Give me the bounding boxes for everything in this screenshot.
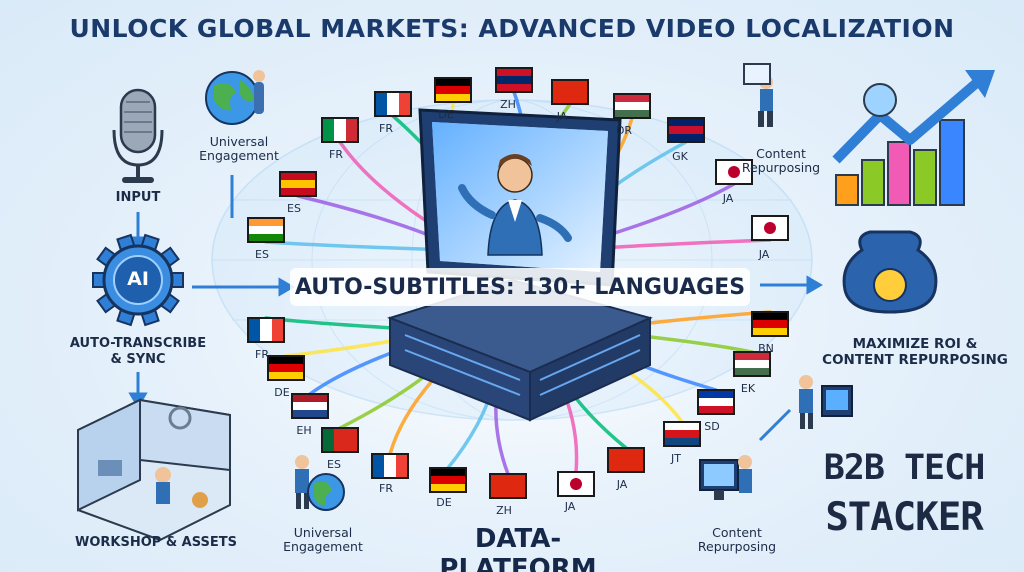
universal-engagement-bottom-label: Universal Engagement [283, 525, 363, 554]
brand-logo: B2B TECH STACKER [806, 444, 1002, 556]
flag-code-bottom-1: DE [274, 386, 290, 399]
flag-ja-top-9 [715, 159, 753, 185]
flag-de-top-4 [434, 77, 472, 103]
ai-label: AI [127, 268, 149, 290]
flag-code-bottom-7: JA [564, 500, 576, 513]
flag-es-bottom-3 [321, 427, 359, 453]
analyst-person-icon [799, 375, 853, 429]
flag-fr-bottom-4 [371, 453, 409, 479]
flag-code-top-0: ES [255, 248, 269, 261]
flag-jt-bottom-9 [663, 421, 701, 447]
flag-code-top-6: JA [556, 110, 568, 123]
microphone-icon [112, 88, 164, 183]
workshop-icon [77, 398, 231, 542]
content-repurposing-bottom-label: Content Repurposing [697, 525, 777, 554]
flag-eh-bottom-2 [291, 393, 329, 419]
flag-bn-bottom-12 [751, 311, 789, 337]
flag-code-top-5: ZH [500, 98, 516, 111]
growth-chart-icon [832, 70, 995, 206]
brand-line-2: STACKER [825, 495, 983, 540]
flag-zh-top-5 [495, 67, 533, 93]
universal-engagement-top-label: Universal Engagement [199, 134, 279, 163]
flag-es-top-0 [247, 217, 285, 243]
flag-code-top-1: ES [287, 202, 301, 215]
flag-code-bottom-10: SD [704, 420, 720, 433]
flag-code-bottom-2: EH [296, 424, 312, 437]
flag-ja-bottom-7 [557, 471, 595, 497]
money-bag-icon [842, 230, 938, 314]
flag-zh-bottom-6 [489, 473, 527, 499]
flag-es-top-1 [279, 171, 317, 197]
flag-fr-top-2 [321, 117, 359, 143]
content-repurposing-top-label: Content Repurposing [741, 146, 821, 175]
brand-line-1: B2B TECH [823, 448, 986, 488]
flag-fr-top-3 [374, 91, 412, 117]
flag-de-bottom-5 [429, 467, 467, 493]
flag-code-top-3: FR [379, 122, 393, 135]
flag-code-top-2: FR [329, 148, 343, 161]
flag-code-bottom-8: JA [616, 478, 628, 491]
flag-code-top-10: JA [758, 248, 770, 261]
repurposing-monitor-icon [699, 455, 752, 500]
flag-code-top-4: DE [438, 108, 454, 121]
flags-layer [247, 67, 789, 499]
transcribe-label: AUTO-TRANSCRIBE & SYNC [69, 336, 207, 367]
flag-ja-top-6 [551, 79, 589, 105]
flag-code-top-7: DR [615, 124, 633, 137]
flag-gk-top-8 [667, 117, 705, 143]
flag-code-bottom-4: FR [379, 482, 393, 495]
data-platform-label: DATA-PLATFORM [439, 524, 597, 572]
flag-code-bottom-3: ES [327, 458, 341, 471]
input-label: INPUT [115, 190, 161, 205]
flag-sd-bottom-10 [697, 389, 735, 415]
flag-ek-bottom-11 [733, 351, 771, 377]
ai-gear-icon [92, 233, 184, 327]
flag-dr-top-7 [613, 93, 651, 119]
flag-ja-bottom-8 [607, 447, 645, 473]
globe-icon [205, 70, 265, 125]
flag-code-top-9: JA [722, 192, 734, 205]
flag-fr-bottom-0 [247, 317, 285, 343]
workshop-label: WORKSHOP & ASSETS [75, 535, 237, 550]
flag-code-bottom-11: EK [740, 382, 756, 395]
person-presenter-icon [743, 63, 773, 127]
universal-person-icon [295, 455, 345, 511]
flag-code-bottom-0: FR [255, 348, 269, 361]
flag-code-bottom-9: JT [671, 452, 681, 465]
video-monitor-icon [418, 108, 622, 287]
flag-code-bottom-12: BN [758, 342, 774, 355]
flag-code-bottom-5: DE [436, 496, 452, 509]
flag-de-bottom-1 [267, 355, 305, 381]
page-title: UNLOCK GLOBAL MARKETS: ADVANCED VIDEO LO… [69, 14, 955, 43]
auto-subtitles-banner: AUTO-SUBTITLES: 130+ LANGUAGES [290, 268, 750, 306]
flag-ja-top-10 [751, 215, 789, 241]
flag-code-top-8: GK [672, 150, 688, 163]
maximize-roi-label: MAXIMIZE ROI & CONTENT REPURPOSING [822, 336, 1008, 368]
flag-code-bottom-6: ZH [496, 504, 512, 517]
